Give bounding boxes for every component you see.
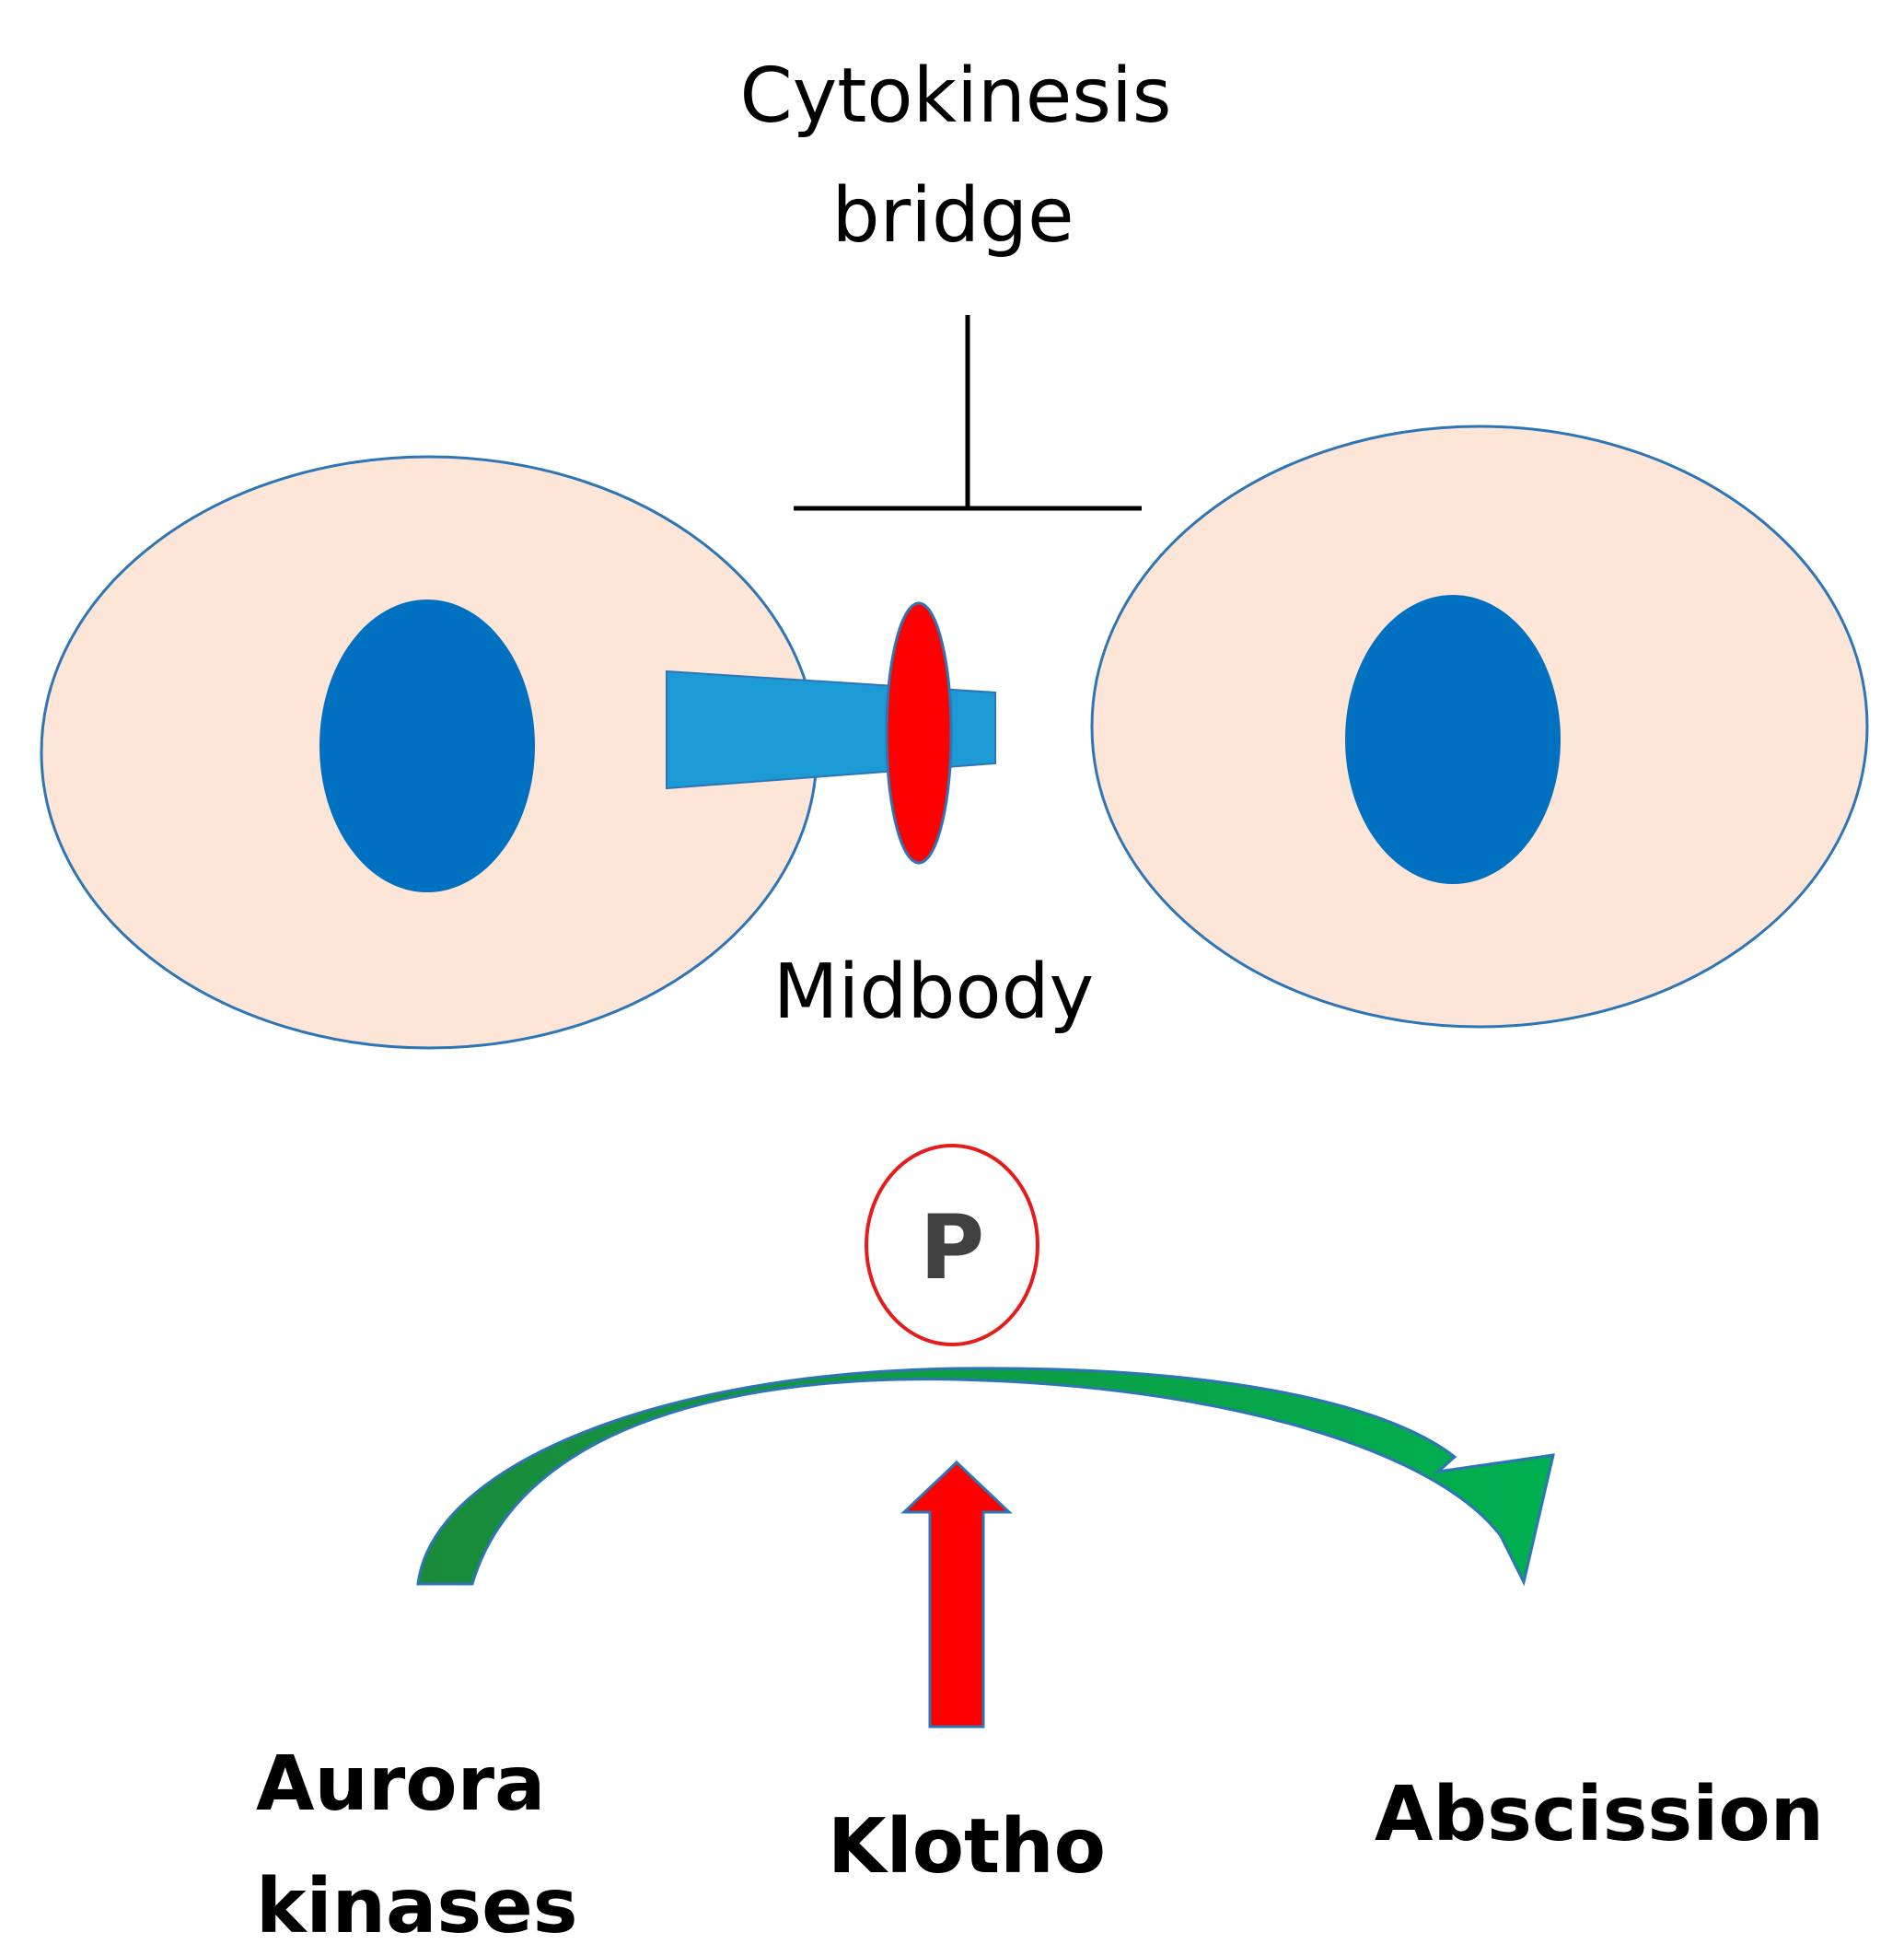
phosphorylation-circle bbox=[865, 1144, 1039, 1346]
cytokinesis-bridge-label-line1: Cytokinesis bbox=[739, 52, 1171, 140]
klotho-label: Klotho bbox=[828, 1803, 1106, 1891]
aurora-kinases-label-line2: kinases bbox=[256, 1863, 578, 1944]
cytokinesis-bridge-label-line2: bridge bbox=[831, 172, 1074, 260]
midbody bbox=[885, 601, 953, 865]
aurora-kinases-label-line1: Aurora bbox=[256, 1740, 545, 1828]
abscission-label: Abscission bbox=[1375, 1771, 1824, 1858]
left-nucleus bbox=[319, 599, 535, 892]
phosphorylation-label: P bbox=[920, 1196, 984, 1299]
right-nucleus bbox=[1345, 595, 1561, 884]
klotho-arrow bbox=[900, 1460, 1013, 1729]
midbody-label: Midbody bbox=[773, 949, 1094, 1036]
aurora-to-abscission-arrow bbox=[416, 1367, 1555, 1587]
